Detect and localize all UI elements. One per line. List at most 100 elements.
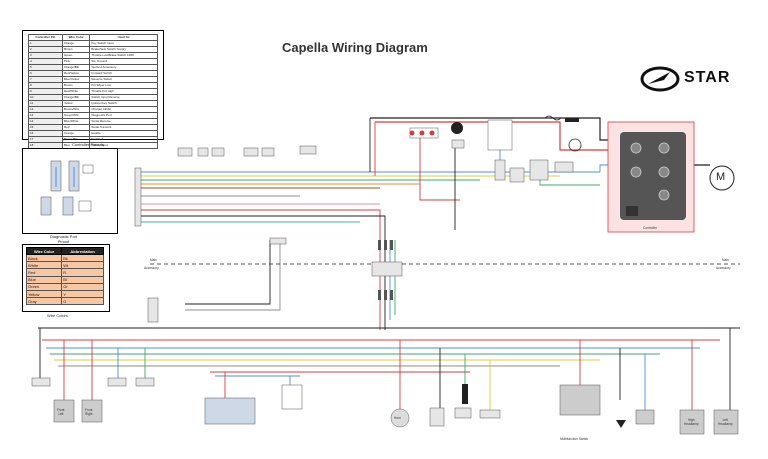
main-label-left: Main bbox=[150, 258, 157, 262]
horn-icon bbox=[390, 408, 410, 428]
wire-color-cell: Gray bbox=[25, 297, 63, 306]
converter-pin bbox=[390, 290, 393, 300]
wire-color-cell: Y bbox=[61, 289, 104, 299]
left-headlamp-label: Left Headlamp bbox=[718, 418, 733, 426]
diagnostic-port-icon bbox=[40, 160, 94, 216]
wire-color-cell: R bbox=[61, 268, 104, 277]
component-3 bbox=[211, 147, 225, 157]
accessory-connector bbox=[147, 297, 159, 323]
front-right-label: Front Right bbox=[85, 408, 93, 416]
ground-icon bbox=[616, 420, 626, 428]
page-title: Capella Wiring Diagram bbox=[282, 40, 428, 55]
wire-color-cell: Blue bbox=[25, 275, 63, 284]
controller-terminal bbox=[658, 166, 670, 178]
wire-color-cell: Black bbox=[25, 253, 63, 263]
converter-pin bbox=[378, 290, 381, 300]
pin-table-cell: Switch Input bbox=[89, 142, 158, 149]
wire-color-cell: White bbox=[25, 261, 63, 270]
component-4 bbox=[243, 147, 259, 157]
wire-color-cell: G bbox=[61, 297, 104, 306]
diagnostic-port-caption: Diagnostic Port Pinout bbox=[50, 234, 78, 244]
wire-black-main bbox=[140, 215, 386, 240]
lower-component bbox=[429, 407, 445, 427]
logo-text: STAR bbox=[684, 69, 731, 86]
wire-color-cell: Gr bbox=[61, 282, 104, 291]
accessory-label-right: Accessory bbox=[716, 266, 731, 270]
wire-color-cell: Green bbox=[25, 282, 63, 291]
left-headlamp bbox=[713, 409, 739, 435]
wire-red-mid bbox=[419, 135, 460, 201]
controller-label: Controller bbox=[643, 226, 657, 230]
controller-terminal bbox=[630, 166, 642, 178]
converter-pin bbox=[384, 290, 387, 300]
lower-component bbox=[479, 409, 501, 419]
lower-component bbox=[31, 377, 51, 387]
relay-indicator-2 bbox=[419, 130, 425, 136]
controller-terminal bbox=[630, 142, 642, 154]
relay-indicator-1 bbox=[409, 130, 415, 136]
relay-indicator-3 bbox=[429, 130, 435, 136]
lower-component bbox=[635, 409, 655, 425]
controller-body bbox=[620, 132, 686, 220]
wire-red-main bbox=[140, 209, 381, 240]
fuse-block bbox=[204, 397, 256, 425]
wire-red-bus bbox=[375, 121, 620, 151]
lower-switch bbox=[281, 384, 303, 410]
multifunction-switch bbox=[559, 384, 601, 416]
converter-pin bbox=[378, 240, 381, 250]
converter-pin bbox=[390, 240, 393, 250]
component-10 bbox=[494, 159, 506, 181]
component-7 bbox=[509, 167, 525, 183]
main-label-right: Main bbox=[722, 258, 729, 262]
lower-relay bbox=[462, 384, 468, 404]
accessory-label-left: Accessory bbox=[144, 266, 159, 270]
wire-color-cell: Red bbox=[25, 268, 63, 277]
motor-label: M bbox=[716, 171, 726, 183]
wire-black-conv bbox=[185, 240, 271, 305]
lower-component bbox=[135, 377, 155, 387]
horn-button-icon bbox=[451, 122, 463, 134]
charger-port bbox=[487, 119, 513, 151]
converter-pin bbox=[384, 240, 387, 250]
motor-icon bbox=[709, 165, 735, 191]
star-logo-icon bbox=[640, 66, 680, 92]
component-9 bbox=[554, 161, 574, 173]
horn-label: Horn bbox=[394, 416, 401, 420]
component-8 bbox=[529, 159, 549, 181]
multifunction-switch-label: Multifunction Switch bbox=[560, 437, 589, 441]
controller-terminal bbox=[658, 189, 670, 201]
component-6 bbox=[299, 145, 317, 155]
component-5 bbox=[261, 147, 275, 157]
lower-component bbox=[454, 407, 472, 419]
fuse-icon bbox=[544, 115, 562, 121]
lower-component bbox=[107, 377, 127, 387]
harness-connector bbox=[134, 167, 142, 227]
horn-relay bbox=[451, 139, 465, 149]
controller-terminal bbox=[658, 142, 670, 154]
front-right-lamp bbox=[81, 399, 103, 423]
controller-pinouts-caption: Controller Pinouts bbox=[72, 142, 104, 147]
wire-color-cell: Bk bbox=[61, 253, 104, 263]
wire-colors-caption: Wire Colors bbox=[47, 313, 68, 318]
diagnostic-port-panel bbox=[22, 148, 118, 234]
component-2 bbox=[197, 147, 209, 157]
battery-icon bbox=[565, 118, 579, 122]
controller-port bbox=[626, 206, 638, 216]
component-1 bbox=[177, 147, 193, 157]
contactor-icon bbox=[568, 138, 582, 152]
front-left-lamp bbox=[53, 399, 75, 423]
wire-color-cell: Bl bbox=[61, 275, 104, 284]
high-headlamp bbox=[679, 409, 705, 435]
wire-color-panel bbox=[22, 244, 110, 312]
